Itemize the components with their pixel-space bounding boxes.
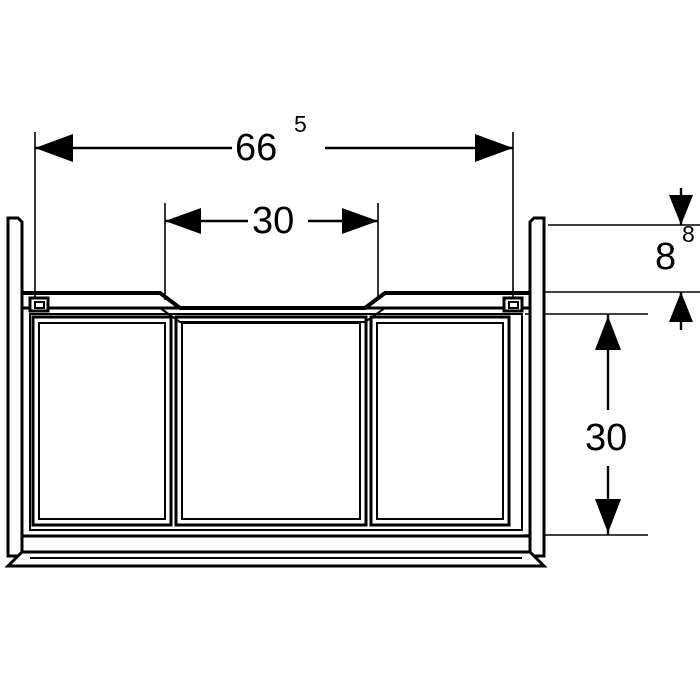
arrow-left-overall [35,134,73,162]
dimension-inner-width: 30 [164,200,379,300]
center-drawer-panel[interactable] [174,315,368,527]
dimension-superscript-top-height: 8 [682,221,695,247]
dimension-label-top-height: 8 [655,236,676,278]
vanity-cabinet [4,216,548,568]
dimension-superscript-overall-width: 5 [294,111,307,137]
dimension-label-inner-width: 30 [252,200,294,242]
left-side-wall [6,216,24,558]
arrow-left-inner [165,208,201,234]
arrow-down-body-height [595,499,621,533]
dimension-label-body-height: 30 [585,417,627,459]
left-drawer-panel[interactable] [31,315,173,527]
dimension-top-height: 8 8 [525,188,700,330]
dimension-label-overall-width: 66 [235,127,277,169]
arrow-right-overall [475,134,513,162]
right-drawer-panel[interactable] [369,315,511,527]
right-side-wall [528,216,546,558]
arrow-up-top-height [669,292,693,322]
dimension-overall-width: 66 5 [34,111,514,300]
right-hinge-detail [502,296,524,313]
arrow-down-top-height [669,195,693,225]
left-hinge-detail [28,296,50,313]
arrow-right-inner [342,208,378,234]
dimension-body-height: 30 [525,313,648,536]
cabinet-body [20,306,532,538]
arrow-up-body-height [595,316,621,350]
base-plinth [4,534,548,568]
